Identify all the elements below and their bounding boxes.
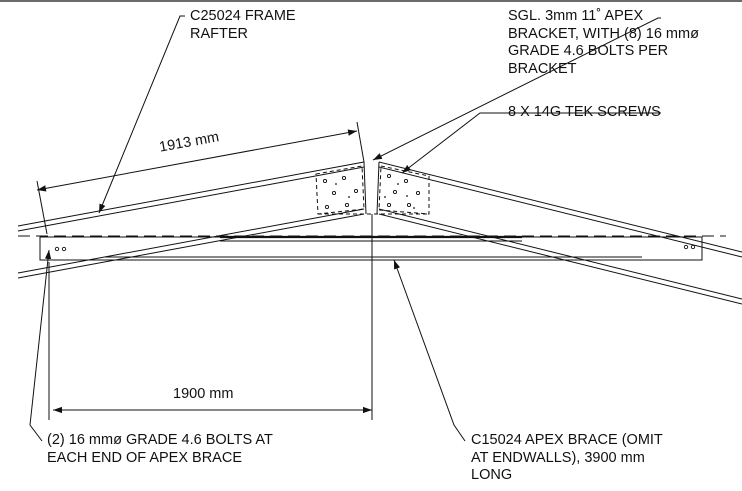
apex-brace-label: C15024 APEX BRACE (OMIT AT ENDWALLS), 39… (471, 432, 663, 483)
apex-brace-channel (39, 235, 703, 261)
rafter-length-dimension (36, 121, 365, 235)
end-bolts-label: (2) 16 mmø GRADE 4.6 BOLTS AT EACH END O… (47, 432, 273, 466)
tek-screw-dots (335, 183, 415, 209)
frame-rafter-leader (98, 15, 185, 214)
left-rafter (17, 161, 365, 279)
apex-brace-leader (393, 259, 466, 442)
apex-bracket-leader (372, 17, 661, 161)
apex-bracket-bolts (322, 173, 421, 210)
frame-rafter-label: C25024 FRAME RAFTER (190, 8, 296, 42)
tek-screws-leader (401, 112, 661, 174)
tek-screws-label: 8 X 14G TEK SCREWS (508, 104, 661, 120)
brace-end-bolts (54, 244, 696, 252)
apex-bracket-label: SGL. 3mm 11˚ APEX BRACKET, WITH (8) 16 m… (508, 8, 699, 77)
horizontal-span-text: 1900 mm (173, 386, 234, 402)
right-rafter (378, 161, 742, 305)
end-bolts-leader (29, 249, 52, 442)
horizontal-span-dimension (48, 214, 373, 420)
